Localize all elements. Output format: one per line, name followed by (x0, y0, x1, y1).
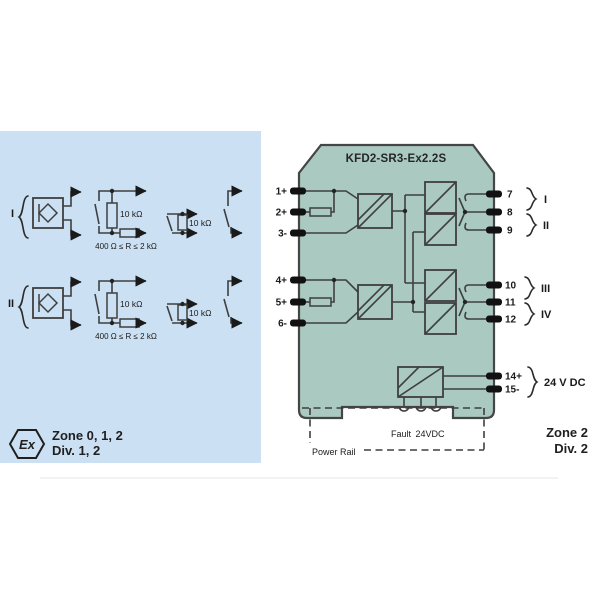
terminal-label: 11 (505, 298, 516, 309)
power-rail: Power Rail Fault 24VDC (302, 407, 485, 457)
terminal-blocks (290, 187, 502, 393)
relay-block-2 (424, 213, 457, 246)
relay-group-label: III (541, 283, 550, 295)
rail-plug-icon (415, 405, 427, 412)
hazard-zone-label: Zone 0, 1, 2 (52, 428, 123, 443)
resistor-10k-label: 10 kΩ (189, 218, 211, 228)
hazard-division-label: Div. 1, 2 (52, 443, 100, 458)
terminal-label: 5+ (276, 298, 288, 309)
terminal-label: 9 (507, 226, 513, 237)
terminal-label: 10 (505, 281, 517, 292)
contact-with-10k-resistor: 10 kΩ (166, 208, 211, 239)
plain-contact (223, 185, 243, 239)
channel-1-label: I (11, 208, 14, 220)
isolator-device: KFD2-SR3-Ex2.2S (276, 143, 588, 457)
relay-block-3 (424, 269, 457, 302)
svg-text:Ex: Ex (19, 437, 36, 452)
safe-division-label: Div. 2 (554, 441, 588, 456)
power-rail-label: Power Rail (312, 447, 356, 457)
hazardous-area-panel: 10 kΩ 400 Ω ≤ R ≤ 2 kΩ 10 kΩ I II (0, 131, 261, 463)
terminal-label: 6- (278, 319, 287, 330)
terminal-label: 12 (505, 315, 517, 326)
ex-logo-icon: Ex (8, 429, 46, 459)
terminal-labels: 1+ 2+ 3- 4+ 5+ 6- 7 8 9 10 11 12 14+ 15- (276, 187, 523, 396)
terminal-label: 15- (505, 385, 519, 396)
relay-contacts-7-8-9 (458, 193, 486, 231)
device-title: KFD2-SR3-Ex2.2S (346, 153, 447, 165)
terminal-label: 8 (507, 208, 513, 219)
resistor-10k-label: 10 kΩ (120, 209, 142, 219)
hazard-circuit-channel: 10 kΩ 400 Ω ≤ R ≤ 2 kΩ 10 kΩ (17, 185, 243, 251)
namur-sensor-icon (32, 186, 82, 241)
output-group-annotations: I II III IV 24 V DC (524, 187, 586, 398)
relay-group-label: IV (541, 309, 552, 321)
terminal-label: 2+ (276, 208, 288, 219)
channel-2-label: II (8, 298, 14, 310)
contact-with-resistor-network: 10 kΩ 400 Ω ≤ R ≤ 2 kΩ (94, 185, 157, 251)
relay-block-1 (424, 181, 457, 214)
relay-group-label: II (543, 220, 549, 232)
rail-supply-label: 24VDC (415, 429, 445, 439)
relay-contacts-10-11-12 (458, 284, 486, 320)
terminal-label: 3- (278, 229, 287, 240)
supply-voltage-label: 24 V DC (544, 377, 586, 389)
blue-panel-background (0, 131, 261, 463)
channel-brace (17, 195, 29, 239)
input-channel-2-wiring (306, 231, 425, 324)
relay-coupler-blocks (424, 181, 457, 335)
terminal-label: 4+ (276, 276, 288, 287)
input-channel-1-wiring (306, 188, 425, 284)
terminal-label: 1+ (276, 187, 288, 198)
device-body (297, 143, 496, 420)
resistor-range-label: 400 Ω ≤ R ≤ 2 kΩ (95, 242, 157, 251)
relay-block-4 (424, 302, 457, 335)
relay-group-label: I (544, 194, 547, 206)
terminal-label: 14+ (505, 372, 522, 383)
safe-zone-label: Zone 2 (546, 425, 588, 440)
fault-line-label: Fault (391, 429, 412, 439)
terminal-label: 7 (507, 190, 513, 201)
